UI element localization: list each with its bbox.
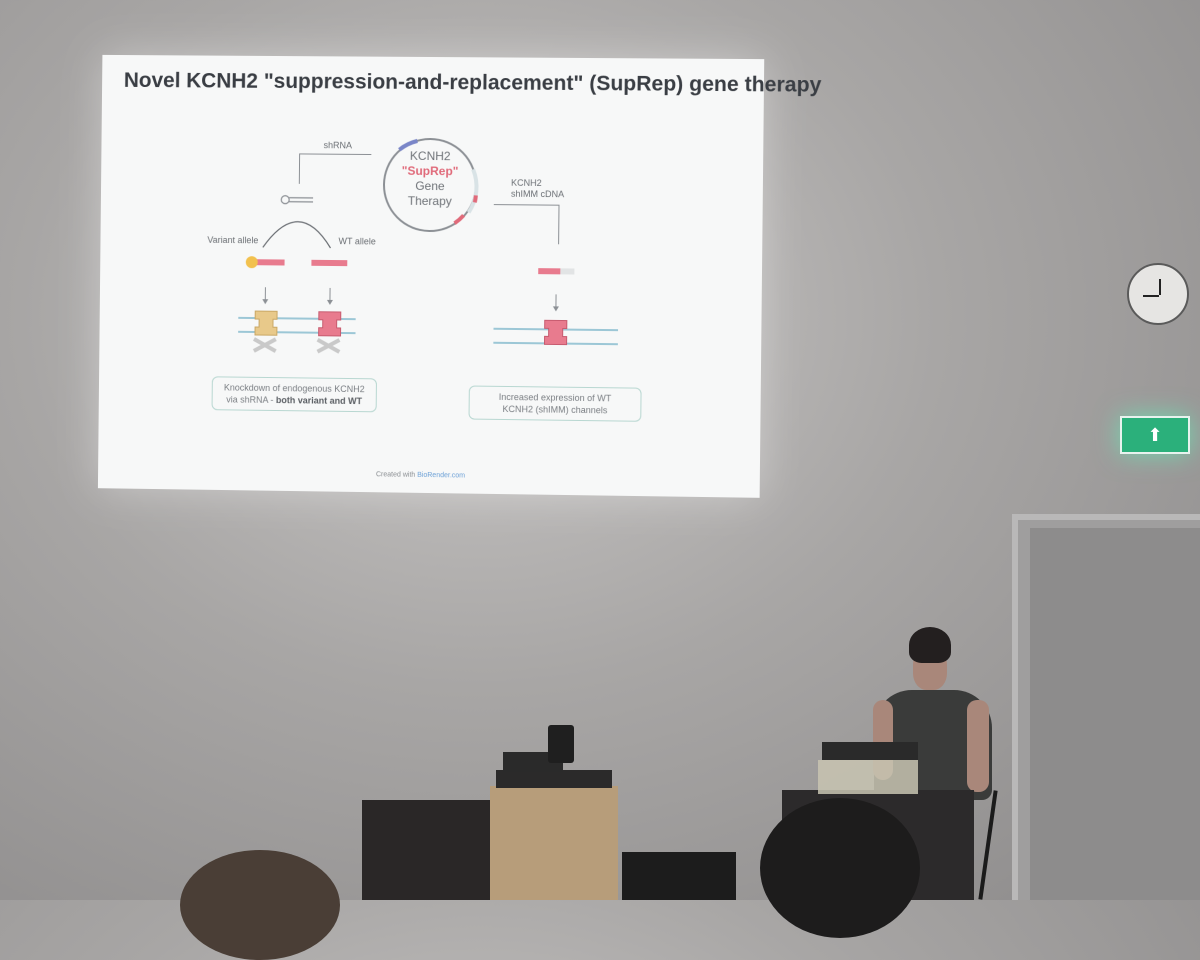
laptop: [822, 742, 918, 760]
variant-allele-label: Variant allele: [207, 235, 258, 245]
clock-minute-hand: [1143, 295, 1159, 297]
plasmid-marker-arc: [455, 215, 464, 223]
speaker-hair: [909, 627, 951, 663]
variant-mutation-star: [246, 256, 258, 268]
slide-diagram: [98, 55, 764, 498]
right-caption-line-2: KCNH2 (shIMM) channels: [476, 403, 635, 417]
laptop-screen-glow: [818, 760, 918, 794]
right-caption: Increased expression of WT KCNH2 (shIMM)…: [469, 386, 642, 422]
variant-channel-x: [254, 339, 276, 351]
document-camera-base: [496, 770, 612, 788]
document-camera: [548, 725, 574, 763]
plasmid-line-4: Therapy: [385, 194, 475, 210]
wall-clock-icon: [1127, 263, 1189, 325]
left-caption: Knockdown of endogenous KCNH2 via shRNA …: [212, 376, 377, 412]
left-caption-line-2: via shRNA - both variant and WT: [219, 393, 370, 407]
plasmid-line-1: KCNH2: [385, 149, 475, 165]
right-caption-line-1: Increased expression of WT: [476, 391, 635, 405]
plasmid-marker-arc-2: [475, 195, 476, 202]
cdna-label-line-2: shIMM cDNA: [511, 189, 564, 200]
shrna-split-arcs: [263, 221, 331, 248]
cdna-label-line-1: KCNH2: [511, 178, 564, 189]
shrna-label: shRNA: [324, 140, 353, 150]
audio-equipment: [622, 852, 736, 900]
exit-sign-icon: ⬆: [1120, 416, 1190, 454]
plasmid-line-3: Gene: [385, 179, 475, 195]
left-caption-bold: both variant and WT: [276, 395, 362, 406]
biorender-link: BioRender.com: [417, 472, 465, 480]
door: [1030, 528, 1200, 900]
audience-head: [760, 798, 920, 938]
cdna-arrow: [493, 205, 559, 245]
wt-channel-left: [319, 312, 341, 336]
wooden-podium: [490, 786, 618, 900]
variant-channel: [255, 311, 277, 335]
plasmid-label: KCNH2 "SupRep" Gene Therapy: [385, 149, 476, 210]
projected-slide: Novel KCNH2 "suppression-and-replacement…: [98, 55, 764, 498]
side-table: [362, 800, 494, 900]
cdna-label: KCNH2 shIMM cDNA: [511, 178, 564, 201]
audience-head: [180, 850, 340, 960]
biorender-credit: Created with BioRender.com: [376, 471, 465, 479]
plasmid-line-2: "SupRep": [385, 164, 475, 180]
clock-hour-hand: [1159, 279, 1161, 295]
wt-allele-bar: [311, 260, 347, 266]
wt-channel-right: [544, 320, 566, 344]
speaker-arm-right: [967, 700, 989, 792]
shrna-hairpin-loop: [281, 196, 289, 204]
wt-allele-label: WT allele: [338, 236, 375, 246]
wt-channel-x: [317, 340, 339, 352]
shrna-arrow: [299, 154, 371, 185]
